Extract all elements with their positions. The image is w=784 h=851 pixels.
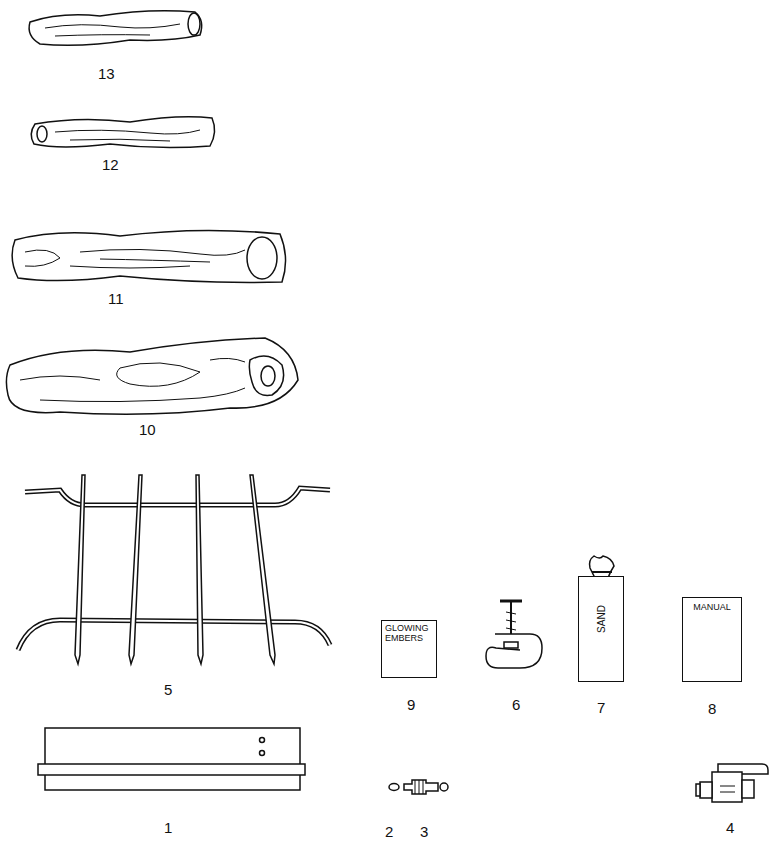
callout-number: 12 xyxy=(102,157,119,172)
callout-number: 3 xyxy=(420,824,428,839)
callout-number: 8 xyxy=(708,701,716,716)
package-text: MANUAL xyxy=(688,603,736,613)
callout-number: 7 xyxy=(597,700,605,715)
c-clamp xyxy=(486,601,542,668)
sand-bag: SAND xyxy=(578,576,624,682)
log-11 xyxy=(12,230,285,282)
grate xyxy=(18,475,330,664)
callout-number: 5 xyxy=(164,682,172,697)
shutoff-valve xyxy=(696,764,768,802)
ember-package: GLOWING EMBERS xyxy=(381,620,437,678)
log-10 xyxy=(6,338,298,414)
manual-booklet: MANUAL xyxy=(682,597,742,682)
callout-number: 13 xyxy=(98,66,115,81)
callout-number: 1 xyxy=(164,820,172,835)
log-13 xyxy=(29,11,202,46)
package-text: GLOWING EMBERS xyxy=(385,624,433,644)
sand-bag-tie xyxy=(590,556,615,578)
callout-number: 9 xyxy=(407,697,415,712)
callout-number: 4 xyxy=(726,820,734,835)
callout-number: 10 xyxy=(139,422,156,437)
fittings xyxy=(389,780,448,794)
callout-number: 11 xyxy=(108,291,124,306)
callout-number: 6 xyxy=(512,697,520,712)
burner-pan xyxy=(38,728,305,790)
callout-number: 2 xyxy=(385,824,393,839)
log-12 xyxy=(31,117,214,148)
package-text: SAND xyxy=(596,605,607,633)
